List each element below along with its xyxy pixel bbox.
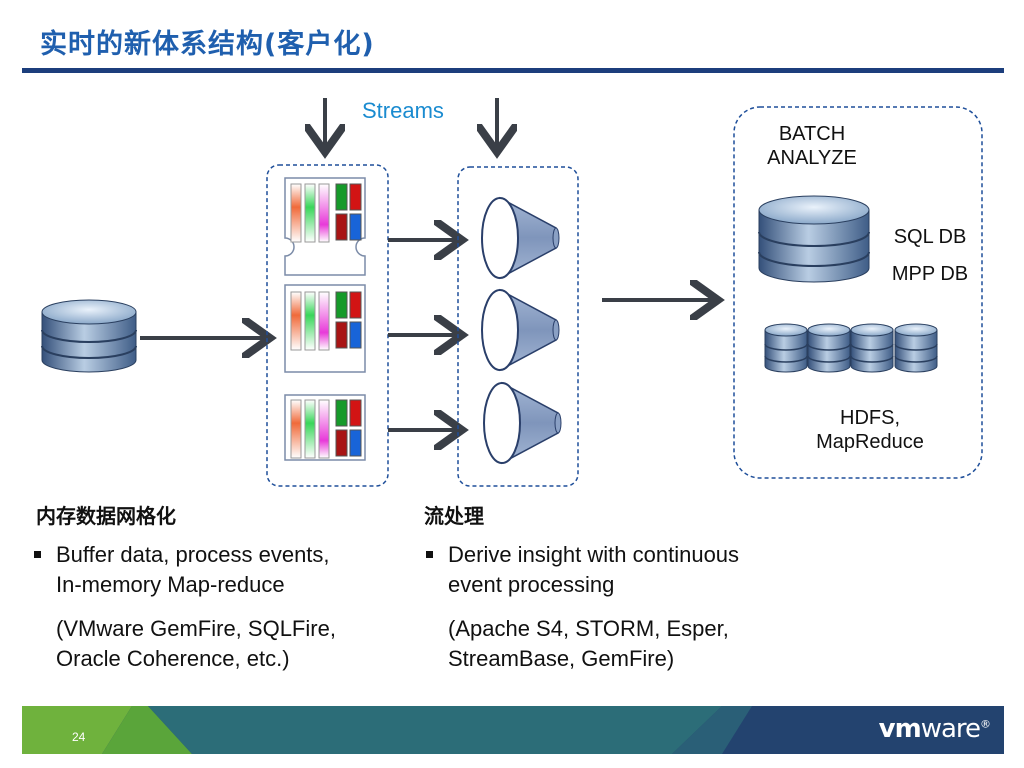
right-note-line-2: StreamBase, GemFire) <box>448 646 675 671</box>
hdfs-database-icon-4 <box>894 323 938 373</box>
brand-bold: vm <box>878 714 922 744</box>
title-divider <box>22 68 1004 73</box>
left-bullet-line-2: In-memory Map-reduce <box>56 572 285 597</box>
data-grid-container <box>266 164 389 487</box>
data-grid-block-3 <box>284 394 366 461</box>
footer-bar: 24 vmware® <box>22 706 1004 754</box>
sql-mpp-database-icon <box>758 195 870 283</box>
left-note-line-2: Oracle Coherence, etc.) <box>56 646 290 671</box>
hdfs-mapreduce-label: HDFS, MapReduce <box>790 406 950 455</box>
left-note-line-1: (VMware GemFire, SQLFire, <box>56 616 336 641</box>
stream-processor-cone-3 <box>483 381 562 465</box>
hdfs-label-line-2: MapReduce <box>816 431 924 454</box>
hdfs-database-icon-2 <box>807 323 851 373</box>
stream-processor-cone-2 <box>481 288 560 372</box>
page-number: 24 <box>72 730 86 744</box>
right-note-line-1: (Apache S4, STORM, Esper, <box>448 616 729 641</box>
batch-label-line-1: BATCH <box>778 123 846 145</box>
source-database-icon <box>41 299 137 373</box>
sql-db-label: SQL DB <box>893 226 967 248</box>
slide-title: 实时的新体系结构(客户化) <box>40 29 375 60</box>
hdfs-label-line-1: HDFS, <box>840 407 900 429</box>
bullet-square-icon <box>34 551 41 558</box>
bullet-square-icon <box>426 551 433 558</box>
data-grid-heading: 内存数据网格化 <box>36 504 176 528</box>
right-bullet-line-2: event processing <box>448 572 615 597</box>
brand-mark: ® <box>980 717 991 731</box>
batch-analyze-label: BATCH ANALYZE <box>744 122 880 171</box>
vmware-logo: vmware® <box>878 714 991 744</box>
footer-shapes <box>22 706 752 754</box>
stream-processor-cone-1 <box>481 196 560 280</box>
batch-analyze-container <box>733 106 983 479</box>
architecture-diagram <box>41 98 983 487</box>
streams-label: Streams <box>362 98 444 123</box>
stream-processing-heading: 流处理 <box>424 504 484 528</box>
stream-processing-container <box>457 166 579 487</box>
hdfs-database-icon-3 <box>850 323 894 373</box>
hdfs-database-icon-1 <box>764 323 808 373</box>
left-bullet-line-1: Buffer data, process events, <box>56 542 330 567</box>
batch-label-line-2: ANALYZE <box>767 147 857 170</box>
mpp-db-label: MPP DB <box>891 263 969 285</box>
data-grid-block-2 <box>284 284 366 373</box>
right-bullet-line-1: Derive insight with continuous <box>448 542 740 567</box>
brand-regular: ware <box>920 714 981 744</box>
data-grid-block-1 <box>284 177 366 276</box>
